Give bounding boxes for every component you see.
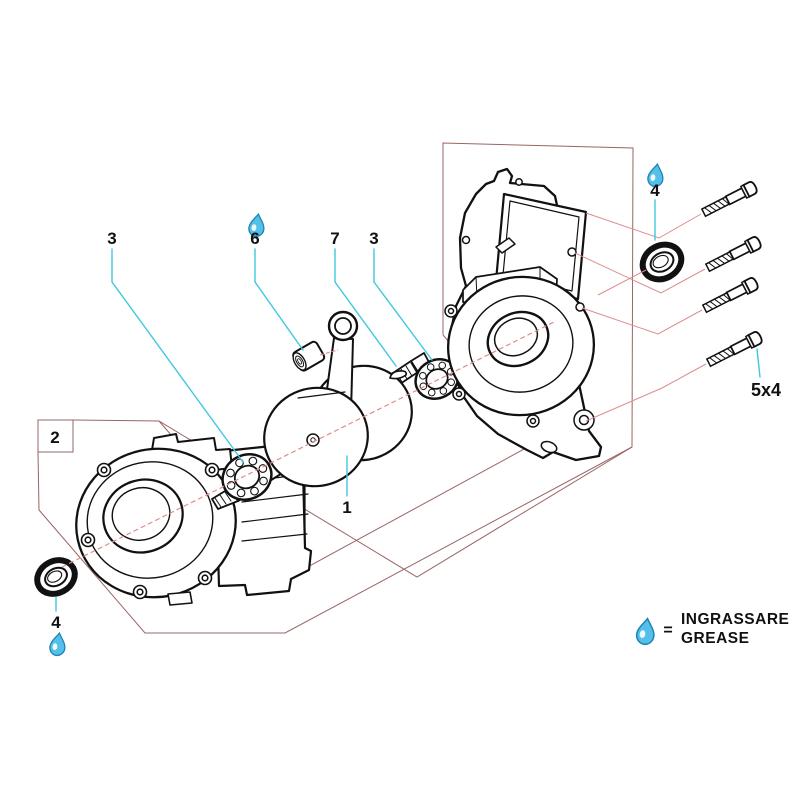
region-outline-lower [37, 446, 633, 634]
grease-drop-icons [49, 162, 664, 657]
item2-box-frame [37, 419, 74, 453]
legend-text-italian: INGRASSARE [681, 611, 789, 628]
label-oil-seal-right: 4 [650, 181, 660, 200]
screw [701, 277, 759, 314]
screw [704, 236, 762, 273]
label-crankshaft: 1 [342, 498, 351, 517]
woodruff-key-drawing [389, 370, 407, 380]
screw [705, 331, 763, 368]
bearing-left-drawing [221, 453, 273, 501]
bearing-right-drawing [414, 358, 460, 400]
callout-leader-lines [55, 199, 761, 612]
label-plug: 6 [250, 229, 259, 248]
plug-drawing [292, 340, 326, 372]
label-woodruff-key: 7 [330, 229, 339, 248]
crankcase-half-drawing [75, 433, 313, 606]
grease-legend: = INGRASSARE GREASE [663, 611, 789, 647]
grease-drop-icon [647, 162, 664, 188]
label-crankcase-half: 2 [50, 428, 59, 447]
grease-drop-icon-legend [635, 617, 655, 645]
label-oil-seal-left: 4 [51, 613, 61, 632]
crankshaft-axis-dashed-line [61, 320, 557, 568]
legend-equals-sign: = [663, 622, 672, 639]
assembly-axis-lines [61, 320, 557, 568]
label-bearing-right: 3 [369, 229, 378, 248]
oil-seal-left-drawing [34, 557, 78, 597]
oil-seal-right-drawing [639, 241, 685, 283]
plug-axis-dashed-line [319, 349, 339, 356]
seal-leader-line [597, 269, 647, 296]
part-number-labels: 3 6 7 3 4 2 1 4 5x4 [50, 181, 781, 632]
label-screw-set: 5x4 [751, 380, 781, 400]
legend-text-english: GREASE [681, 630, 749, 647]
bearing-balls [226, 456, 268, 498]
screw-leader-lines [574, 212, 707, 422]
grease-drop-icon [49, 631, 66, 657]
label-bearing-left: 3 [107, 229, 116, 248]
screw-set-drawing [700, 181, 763, 368]
cover-lugs-holes [444, 178, 595, 454]
grease-drop-icon [248, 212, 265, 238]
flange-lugs [80, 462, 220, 600]
screw [700, 181, 758, 218]
crankcase-cover-drawing [444, 167, 603, 462]
